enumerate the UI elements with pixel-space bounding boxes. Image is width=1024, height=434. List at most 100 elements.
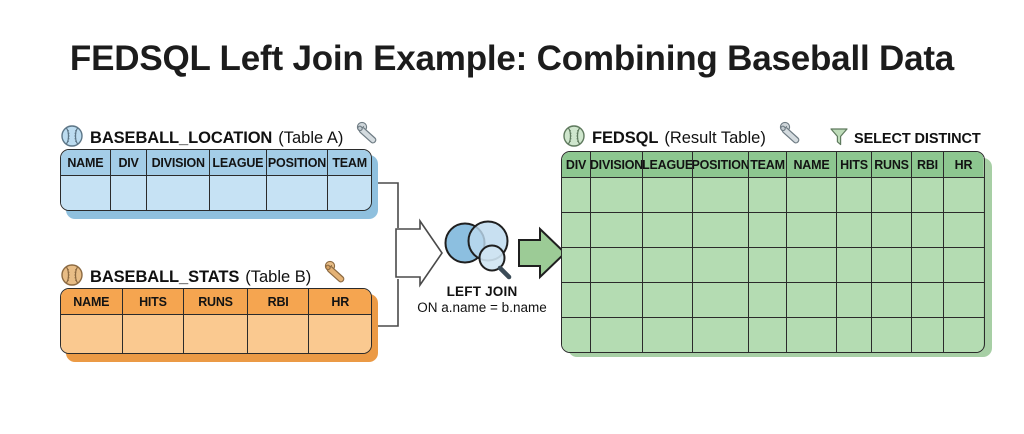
result-cell (693, 318, 749, 352)
result-table-name: FEDSQL (592, 129, 659, 147)
result-col-4: TEAM (749, 152, 787, 177)
result-cell (872, 318, 912, 352)
table-a-col-1: DIV (110, 150, 148, 175)
result-col-2: LEAGUE (643, 152, 693, 177)
table-a-cell (210, 176, 267, 210)
result-cell (944, 178, 983, 212)
result-cell (591, 213, 643, 247)
table-row (61, 175, 371, 210)
result-cell (872, 213, 912, 247)
connector-table-a (372, 182, 399, 228)
green-arrow-right-icon (518, 226, 567, 280)
result-cell (837, 248, 872, 282)
table-a-label: (Table A) (278, 129, 344, 147)
left-join-label: LEFT JOIN ON a.name = b.name (397, 284, 567, 315)
table-a-col-4: POSITION (266, 150, 329, 175)
result-cell (643, 283, 693, 317)
page-title: FEDSQL Left Join Example: Combining Base… (69, 39, 955, 78)
table-a-header-row: NAME DIV DIVISION LEAGUE POSITION TEAM (61, 150, 371, 175)
result-cell (787, 213, 837, 247)
result-col-5: NAME (787, 152, 837, 177)
baseball-icon (60, 124, 84, 153)
result-cell (591, 178, 643, 212)
result-cell (872, 283, 912, 317)
result-table: DIV DIVISION LEAGUE POSITION TEAM NAME H… (561, 151, 992, 357)
result-col-8: RBI (912, 152, 944, 177)
table-a-col-2: DIVISION (147, 150, 211, 175)
table-b-label: (Table B) (245, 268, 312, 286)
table-b-col-3: RBI (247, 289, 310, 314)
baseball-icon (562, 124, 586, 153)
result-table-caption: FEDSQL (Result Table) (562, 121, 810, 156)
table-a-name: BASEBALL_LOCATION (90, 129, 273, 147)
result-cell (562, 178, 591, 212)
table-row (562, 177, 984, 212)
result-cell (643, 178, 693, 212)
result-cell (837, 213, 872, 247)
result-cell (562, 213, 591, 247)
result-table-label: (Result Table) (664, 129, 766, 147)
table-a: NAME DIV DIVISION LEAGUE POSITION TEAM (60, 149, 378, 219)
select-distinct-badge: SELECT DISTINCT (829, 126, 981, 152)
result-cell (787, 248, 837, 282)
table-row (562, 212, 984, 247)
table-b-grid: NAME HITS RUNS RBI HR (60, 288, 372, 354)
table-a-caption: BASEBALL_LOCATION (Table A) (60, 121, 387, 156)
funnel-filter-icon (829, 126, 849, 152)
connector-table-b (372, 279, 399, 327)
result-cell (693, 283, 749, 317)
result-cell (591, 248, 643, 282)
table-a-grid: NAME DIV DIVISION LEAGUE POSITION TEAM (60, 149, 372, 211)
table-b-header-row: NAME HITS RUNS RBI HR (61, 289, 371, 314)
table-a-cell (328, 176, 371, 210)
result-cell (562, 318, 591, 352)
result-cell (944, 318, 983, 352)
result-cell (944, 213, 983, 247)
table-b-cell (247, 315, 310, 353)
table-a-col-0: NAME (61, 150, 111, 175)
result-cell (591, 283, 643, 317)
result-cell (872, 178, 912, 212)
result-cell (643, 318, 693, 352)
baseball-bat-icon (353, 121, 387, 156)
result-cell (562, 248, 591, 282)
result-col-0: DIV (562, 152, 591, 177)
result-cell (749, 283, 787, 317)
result-table-grid: DIV DIVISION LEAGUE POSITION TEAM NAME H… (561, 151, 985, 353)
result-header-row: DIV DIVISION LEAGUE POSITION TEAM NAME H… (562, 152, 984, 177)
result-cell (591, 318, 643, 352)
table-row (562, 282, 984, 317)
select-distinct-label: SELECT DISTINCT (854, 131, 981, 147)
table-b-name: BASEBALL_STATS (90, 268, 240, 286)
merge-arrow-right-icon (395, 218, 443, 288)
table-b-cell (122, 315, 185, 353)
left-join-condition: ON a.name = b.name (417, 300, 547, 315)
venn-diagram-magnifier-icon (444, 220, 512, 280)
baseball-icon (60, 263, 84, 292)
table-row (562, 317, 984, 352)
table-b-col-0: NAME (61, 289, 123, 314)
result-col-1: DIVISION (591, 152, 643, 177)
baseball-bat-icon (321, 260, 355, 295)
table-b-col-4: HR (309, 289, 371, 314)
result-col-6: HITS (837, 152, 872, 177)
result-cell (693, 213, 749, 247)
result-cell (749, 248, 787, 282)
table-b-caption: BASEBALL_STATS (Table B) (60, 260, 355, 295)
table-b-cell (184, 315, 248, 353)
result-cell (562, 283, 591, 317)
result-cell (872, 248, 912, 282)
result-cell (912, 213, 944, 247)
result-cell (693, 178, 749, 212)
left-join-title: LEFT JOIN (446, 284, 518, 299)
table-b-col-1: HITS (122, 289, 185, 314)
result-cell (693, 248, 749, 282)
table-b-cell (309, 315, 371, 353)
table-a-cell (147, 176, 211, 210)
result-cell (787, 283, 837, 317)
table-row (61, 314, 371, 353)
result-body (562, 177, 984, 352)
result-cell (912, 248, 944, 282)
